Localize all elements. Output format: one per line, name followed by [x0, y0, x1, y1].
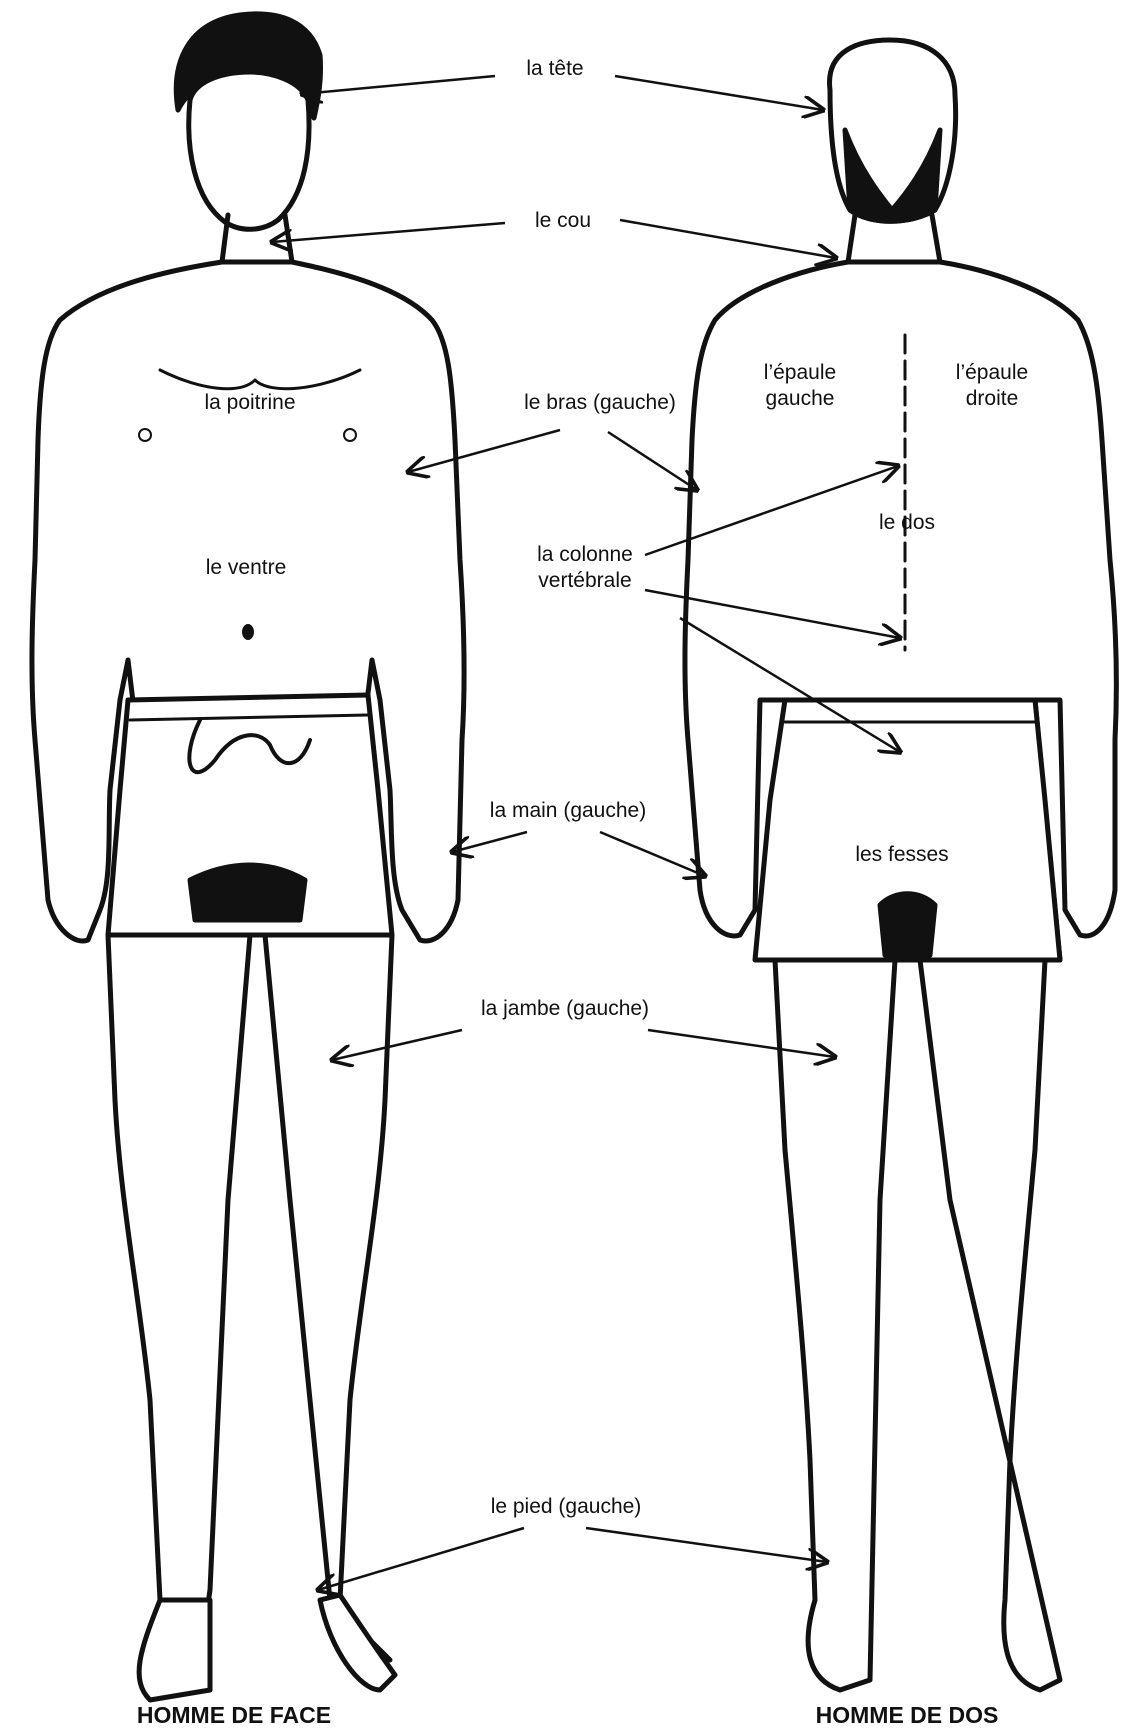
front-head	[189, 72, 309, 229]
front-legs	[108, 935, 250, 1660]
arrow-bras-back	[608, 432, 697, 490]
label-main: la main (gauche)	[490, 798, 646, 824]
label-epaule-droite: l’épaule droite	[956, 360, 1028, 412]
caption-front: HOMME DE FACE	[137, 1702, 331, 1729]
arrow-tete-front	[302, 76, 495, 94]
arrow-cou-back	[620, 220, 836, 258]
label-epaule-gauche: l’épaule gauche	[764, 360, 836, 412]
arrow-main-front	[452, 832, 527, 852]
arrow-pied-back	[586, 1528, 827, 1562]
label-bras: le bras (gauche)	[524, 390, 676, 416]
arrow-cou-front	[272, 223, 505, 242]
label-colonne: la colonne vertébrale	[537, 542, 633, 594]
label-pied: le pied (gauche)	[491, 1494, 642, 1520]
label-fesses: les fesses	[855, 842, 948, 868]
arrow-main-back	[600, 832, 705, 876]
label-dos: le dos	[879, 510, 935, 536]
caption-back: HOMME DE DOS	[816, 1702, 999, 1729]
label-cou: le cou	[535, 208, 591, 234]
back-legs	[775, 960, 895, 1690]
label-jambe: la jambe (gauche)	[481, 996, 649, 1022]
label-poitrine: la poitrine	[204, 390, 295, 416]
front-figure	[32, 14, 464, 1700]
label-tete: la tête	[526, 56, 583, 82]
arrow-pied-front	[318, 1528, 524, 1590]
label-ventre: le ventre	[206, 555, 287, 581]
arrow-tete-back	[615, 76, 823, 110]
